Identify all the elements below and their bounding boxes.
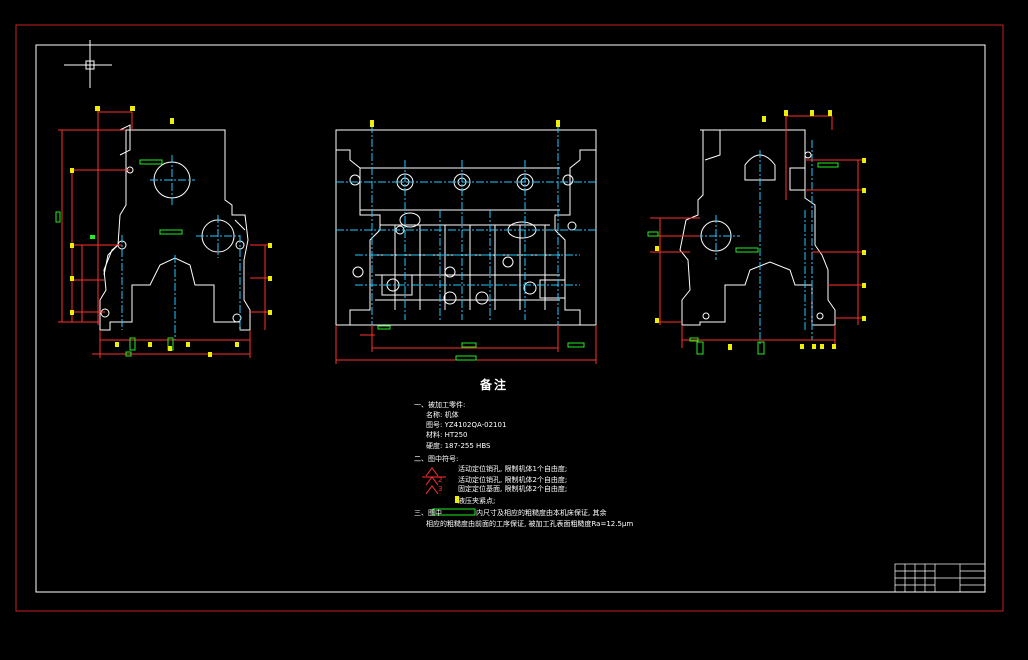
note-line-4: 材料: HT250: [426, 431, 468, 439]
note-line-6: 二、图中符号:: [414, 455, 459, 463]
note-line-1: 一、被加工零件:: [414, 401, 466, 409]
symbol-desc-3: 固定定位基面, 限制机体2个自由度;: [458, 485, 568, 493]
left-side-view: [55, 106, 272, 358]
right-side-view: [647, 110, 866, 355]
note-line-5: 硬度: 187-255 HBS: [426, 442, 491, 450]
inner-frame: [35, 44, 986, 593]
middle-bottom-view: [335, 120, 597, 364]
symbol-desc-2: 活动定位销孔, 限制机体2个自由度;: [458, 476, 568, 484]
note-line-3: 图号: YZ4102QA-02101: [426, 421, 507, 429]
note-line-2: 名称: 机体: [426, 411, 459, 419]
green-box-marker: [432, 508, 476, 516]
symbol-desc-1: 活动定位销孔, 限制机体1个自由度;: [458, 465, 568, 473]
note-line-11b: 内尺寸及相应的粗糙度由本机床保证, 其余: [476, 509, 607, 517]
title-block: [894, 563, 986, 593]
note-line-11a: 三、图中: [414, 509, 442, 517]
clamp-point-icon: [455, 496, 459, 503]
crosshair-cursor-icon: [64, 40, 112, 88]
outer-frame: [15, 24, 1004, 612]
symbol-desc-4: 液压夹紧点;: [458, 497, 496, 505]
notes-title: 备注: [480, 378, 509, 392]
symbol-num-2: 2: [438, 476, 443, 484]
symbol-num-3: 3: [438, 485, 443, 493]
note-line-12: 相应的粗糙度由前面的工序保证, 被加工孔表面粗糙度Ra=12.5μm: [426, 520, 634, 528]
locating-symbols: [422, 467, 446, 495]
